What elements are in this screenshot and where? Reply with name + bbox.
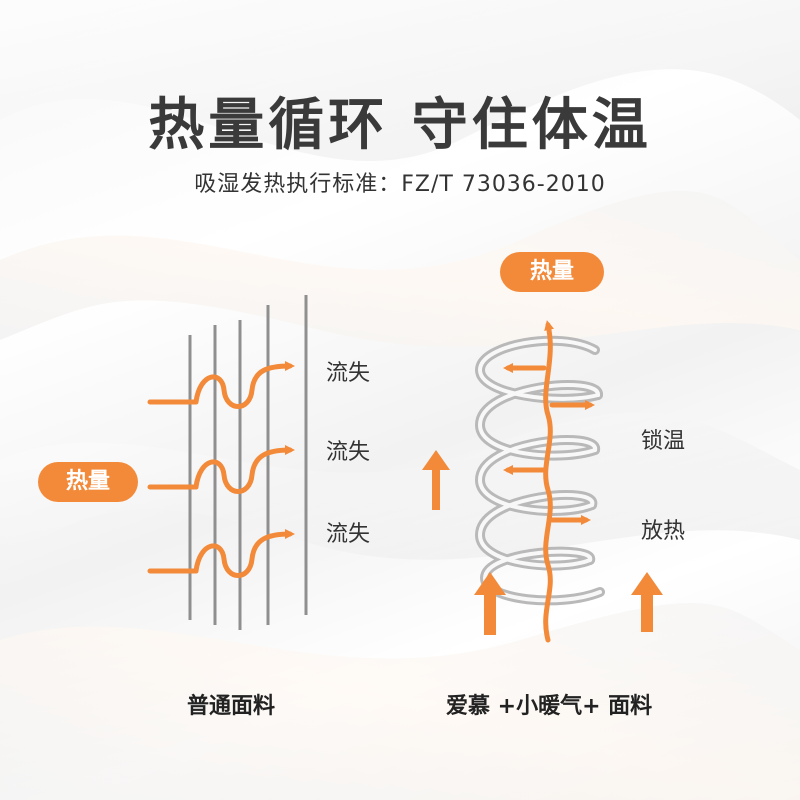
standard-subtitle: 吸湿发热执行标准：FZ/T 73036-2010	[194, 172, 606, 197]
heat-badge-left: 热量	[38, 462, 138, 502]
brand-fabric-caption: 爱慕 +小暖气+ 面料	[446, 694, 653, 719]
ordinary-fabric-caption: 普通面料	[187, 694, 276, 719]
heat-loss-arrows	[147, 361, 295, 578]
warmth-up-arrows	[422, 450, 663, 635]
loss-label-2: 流失	[326, 440, 371, 465]
lock-warmth-label: 锁温	[641, 429, 686, 454]
page-title: 热量循环 守住体温	[148, 93, 652, 158]
heat-badge-right: 热量	[500, 252, 604, 292]
heat-release-label: 放热	[641, 519, 686, 544]
loss-label-3: 流失	[326, 522, 371, 547]
heat-circulation-arrows	[503, 320, 595, 643]
loss-label-1: 流失	[326, 361, 371, 386]
